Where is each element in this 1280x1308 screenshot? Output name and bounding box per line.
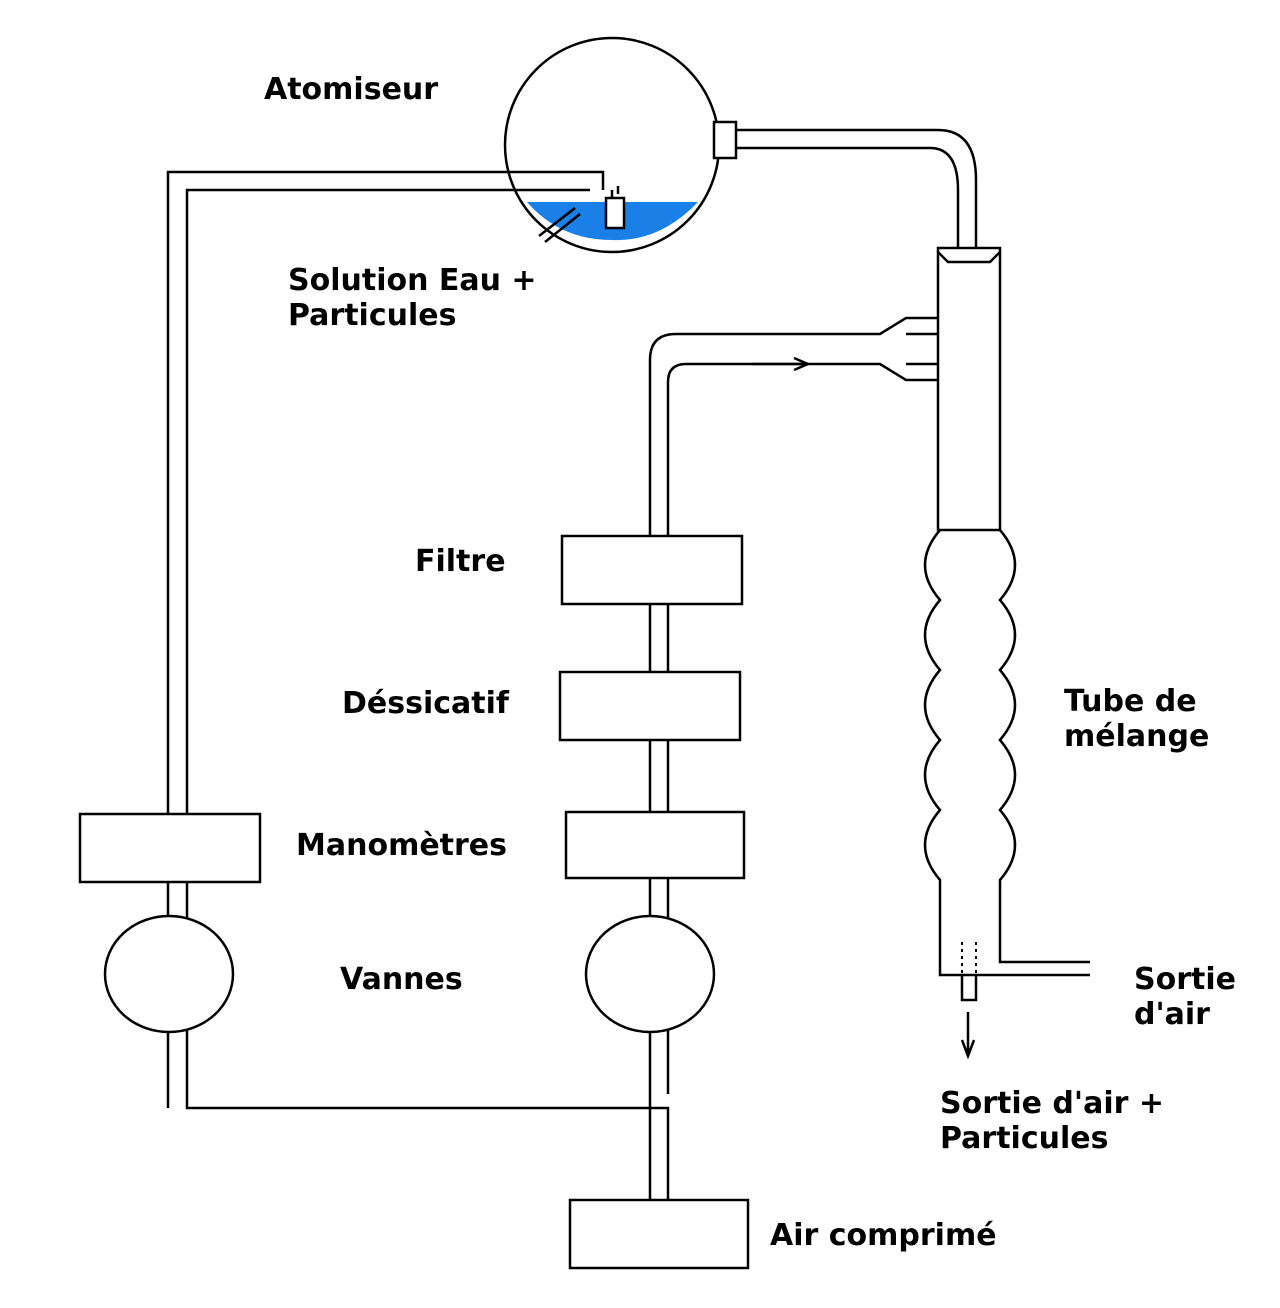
pipe-center-inner — [666, 362, 938, 1094]
pipe-left-inner — [185, 188, 590, 1094]
label-sortie-particules-line1: Sortie d'air + — [940, 1086, 1164, 1121]
flow-arrow — [752, 356, 812, 372]
pipe-center-left — [648, 316, 938, 1200]
atomizer-nozzle — [604, 196, 626, 230]
filter-box — [560, 534, 744, 606]
particle-outlet-arrow — [960, 1012, 976, 1060]
particle-outlet-dots — [961, 942, 977, 975]
label-sortie-particules-line2: Particules — [940, 1121, 1109, 1156]
pipe-center-right — [185, 1094, 670, 1200]
label-filtre: Filtre — [415, 544, 506, 579]
mixing-tube-bellows — [923, 529, 1090, 977]
compressed-air-box — [568, 1198, 750, 1270]
desiccant-box — [558, 670, 742, 742]
label-manometres: Manomètres — [296, 828, 508, 863]
label-tube-line1: Tube de — [1064, 684, 1197, 719]
manometer-left-box — [78, 812, 262, 884]
label-tube-line2: mélange — [1064, 719, 1210, 754]
mixing-tube-top-funnel — [937, 251, 1001, 264]
label-sortie-air-line1: Sortie — [1134, 962, 1236, 997]
label-solution-line2: Particules — [288, 298, 457, 333]
mixing-tube-upper — [936, 246, 1002, 532]
pipe-atomizer-outlet-upper — [736, 128, 978, 248]
valve-right — [584, 914, 716, 1034]
particle-outlet-pipe — [960, 975, 978, 1002]
label-solution-line1: Solution Eau + — [288, 263, 537, 298]
label-atomiseur: Atomiseur — [264, 72, 439, 107]
atomizer-outlet-neck — [712, 120, 738, 160]
label-vannes: Vannes — [340, 962, 463, 997]
atomizer-dip-tube — [538, 207, 581, 243]
label-sortie-air-line2: d'air — [1134, 997, 1210, 1032]
valve-left — [103, 914, 235, 1034]
atomizer-nozzle-tip — [610, 186, 620, 198]
label-air-comprime: Air comprimé — [770, 1218, 997, 1253]
manometer-right-box — [564, 810, 746, 880]
label-dessicatif: Déssicatif — [342, 686, 509, 721]
pipe-left-outer — [166, 170, 605, 1108]
pipe-atomizer-outlet-lower — [736, 146, 960, 248]
